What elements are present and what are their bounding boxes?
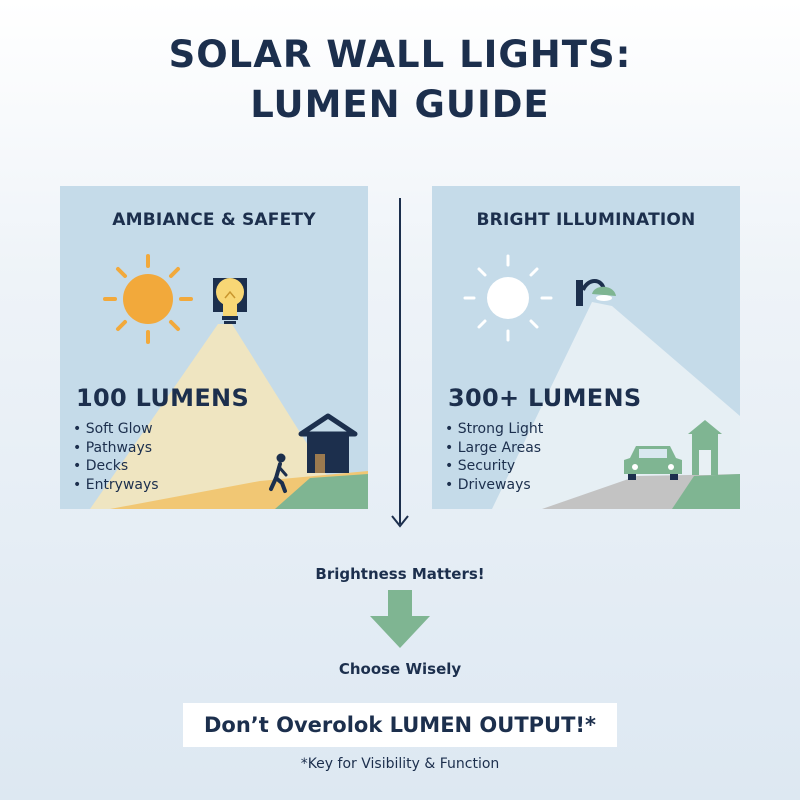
wall-lamp-icon xyxy=(576,279,616,306)
bright-sun-icon xyxy=(463,254,553,342)
bright-illustration xyxy=(463,254,740,509)
list-item: Strong Light xyxy=(445,420,544,439)
page-title: SOLAR WALL LIGHTS: LUMEN GUIDE xyxy=(0,30,800,130)
bright-panel: BRIGHT ILLUMINATION 300+ LUMENS Strong L… xyxy=(432,186,740,509)
footnote: *Key for Visibility & Function xyxy=(300,756,500,772)
title-line-1: SOLAR WALL LIGHTS: xyxy=(168,33,632,76)
list-item: Large Areas xyxy=(445,439,543,458)
brightness-matters-text: Brightness Matters! xyxy=(315,565,485,583)
green-down-arrow-icon xyxy=(370,590,430,648)
light-bulb-icon xyxy=(213,278,247,324)
walking-person-icon xyxy=(269,453,288,493)
arrow-down-icon xyxy=(391,515,409,528)
bright-uses-list: Strong Light Large Areas Security Drivew… xyxy=(445,420,544,495)
ambiance-panel: AMBIANCE & SAFETY 100 LUMENS Soft Glow P… xyxy=(60,186,368,509)
list-item: Pathways xyxy=(73,439,159,458)
ambiance-heading: AMBIANCE & SAFETY xyxy=(112,210,316,230)
lumens-100-label: 100 LUMENS xyxy=(76,384,250,412)
cta-banner: Don’t Overolok LUMEN OUTPUT!* xyxy=(183,703,617,747)
choose-wisely-text: Choose Wisely xyxy=(338,660,462,678)
list-item: Entryways xyxy=(73,476,159,495)
light-beam xyxy=(492,302,740,509)
list-item: Decks xyxy=(73,457,159,476)
bright-heading: BRIGHT ILLUMINATION xyxy=(476,210,696,230)
garage-icon xyxy=(688,420,722,475)
list-item: Driveways xyxy=(445,476,543,495)
ambiance-uses-list: Soft Glow Pathways Decks Entryways xyxy=(73,420,159,494)
sun-icon xyxy=(103,254,193,344)
cta-text: Don’t Overolok LUMEN OUTPUT!* xyxy=(204,713,596,737)
list-item: Soft Glow xyxy=(73,420,159,439)
list-item: Security xyxy=(445,457,543,476)
car-icon xyxy=(624,446,682,480)
ground-grass xyxy=(672,474,740,509)
house-icon xyxy=(298,413,358,473)
title-line-2: LUMEN GUIDE xyxy=(250,83,550,126)
lumens-300-label: 300+ LUMENS xyxy=(448,384,642,412)
divider-line xyxy=(399,198,401,524)
ground-grass xyxy=(275,474,368,509)
